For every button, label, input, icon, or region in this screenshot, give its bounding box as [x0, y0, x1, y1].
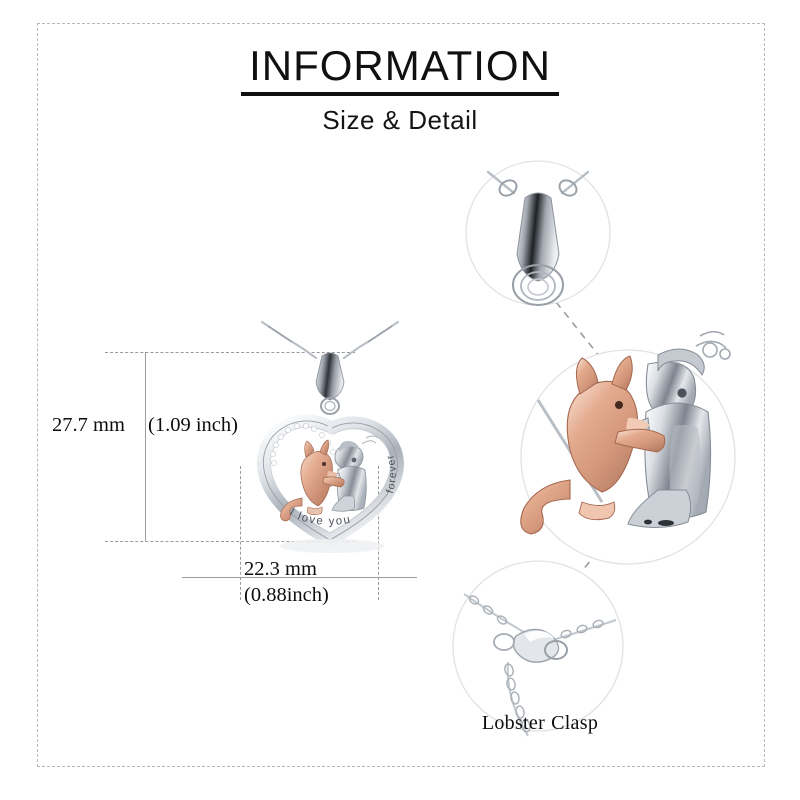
page-title: INFORMATION	[241, 43, 559, 97]
leader-line-top	[547, 291, 613, 373]
width-dimension: 22.3 mm (0.88inch)	[244, 556, 329, 608]
width-guide-right	[378, 466, 379, 600]
width-mm: 22.3 mm	[244, 558, 317, 580]
height-mm: 27.7 mm	[52, 414, 125, 436]
detail-callouts	[452, 160, 736, 737]
height-guide-bottom	[105, 541, 355, 542]
width-measure-rule	[182, 577, 417, 578]
clasp-label-part1: Lobster	[481, 712, 546, 734]
pendant-illustration: I love you forever	[256, 320, 404, 553]
engraving-curve: forever	[384, 453, 398, 495]
width-guide-left	[240, 466, 241, 600]
height-guide-top	[105, 352, 355, 353]
height-inch: (1.09 inch)	[148, 414, 238, 436]
page-subtitle: Size & Detail	[322, 105, 478, 136]
width-inch: (0.88inch)	[244, 584, 329, 607]
header: INFORMATION Size & Detail	[0, 43, 800, 136]
svg-text:forever: forever	[384, 453, 399, 495]
height-measure-rule	[145, 352, 146, 541]
height-dimension: 27.7 mm (1.09 inch)	[52, 414, 302, 437]
clasp-label-part2: Clasp	[551, 712, 599, 734]
